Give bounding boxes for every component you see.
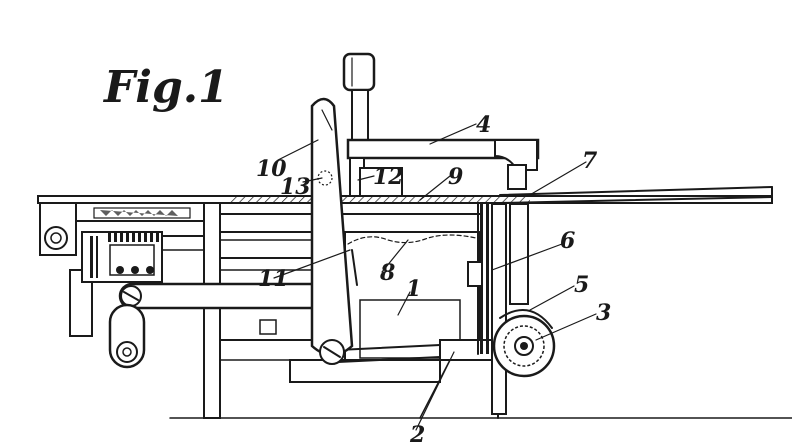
figure-title: Fig.1: [102, 62, 229, 113]
label-13: 13: [280, 174, 311, 200]
bevel-gear-assembly: [81, 231, 205, 283]
label-5: 5: [574, 272, 589, 298]
label-12: 12: [373, 164, 404, 190]
main-lever: [310, 97, 358, 365]
label-11: 11: [258, 266, 289, 292]
label-4: 4: [476, 112, 491, 138]
label-1: 1: [406, 276, 421, 302]
wheel-assembly: [492, 309, 556, 378]
label-10: 10: [256, 156, 287, 182]
lower-left-lever: [108, 303, 146, 369]
label-2: 2: [409, 422, 425, 444]
handle-assembly: [342, 52, 540, 197]
label-8: 8: [379, 260, 395, 286]
left-frame: [39, 202, 221, 419]
label-9: 9: [448, 164, 463, 190]
leader-lines: [273, 123, 597, 431]
label-7: 7: [582, 148, 598, 174]
top-plate: [37, 186, 773, 204]
housing-block: [289, 231, 481, 383]
connecting-link: [118, 282, 345, 310]
label-6: 6: [560, 228, 575, 254]
label-3: 3: [596, 300, 611, 326]
